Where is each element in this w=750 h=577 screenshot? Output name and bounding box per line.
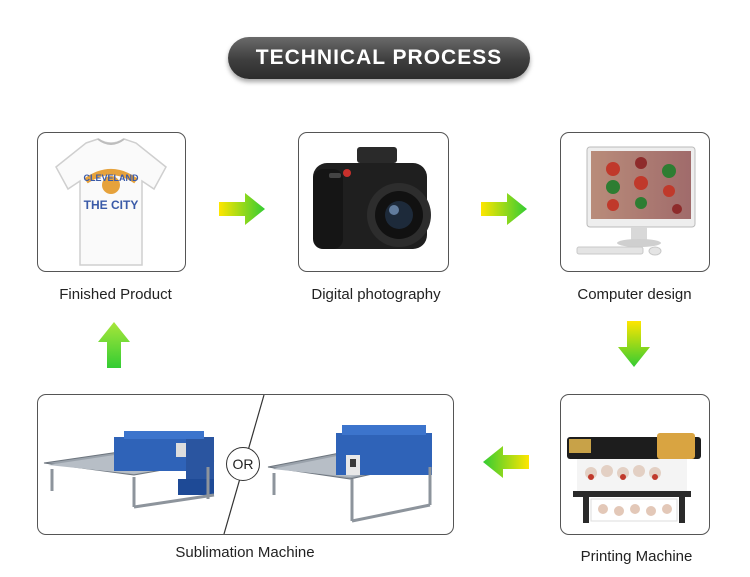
arrow-left-icon	[483, 446, 529, 478]
tshirt-print-line1: CLEVELAND	[83, 173, 139, 183]
digital-photography-box	[298, 132, 449, 272]
camera-image	[313, 147, 431, 249]
computer-design-box	[560, 132, 710, 272]
page-title: TECHNICAL PROCESS	[255, 46, 503, 69]
title-banner: TECHNICAL PROCESS	[228, 37, 530, 79]
printing-machine-label: Printing Machine	[580, 548, 693, 565]
sublimation-machine-label: Sublimation Machine	[175, 544, 315, 561]
finished-product-box: CLEVELAND THE CITY	[37, 132, 186, 272]
t-shirt-image: CLEVELAND THE CITY	[55, 138, 167, 266]
arrow-right-icon	[481, 193, 527, 225]
heat-press-machine-image	[43, 395, 432, 534]
computer-design-label: Computer design	[577, 286, 692, 303]
arrow-down-icon	[618, 321, 650, 367]
arrow-right-icon	[219, 193, 265, 225]
printing-machine-box	[560, 394, 710, 535]
or-badge: OR	[226, 447, 260, 481]
computer-monitor-image	[576, 146, 696, 256]
tshirt-print-line2: THE CITY	[84, 198, 139, 212]
arrow-up-icon	[98, 322, 130, 368]
printer-image	[567, 433, 701, 523]
finished-product-label: Finished Product	[59, 286, 172, 303]
digital-photography-label: Digital photography	[311, 286, 441, 303]
